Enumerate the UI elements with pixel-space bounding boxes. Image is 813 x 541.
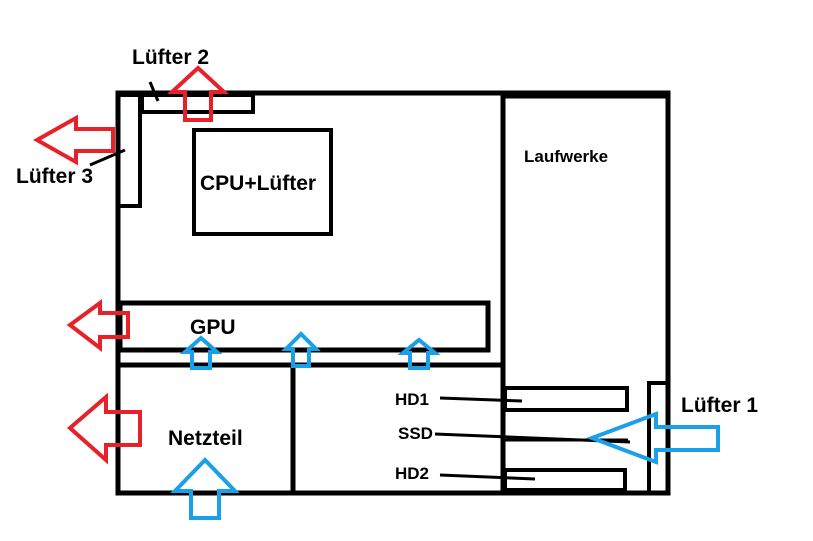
- intake-arrow-psu: [170, 457, 240, 520]
- hd1-label: HD1: [395, 390, 429, 409]
- exhaust-arrow-left-bottom: [66, 392, 142, 465]
- case-outline: [115, 90, 671, 496]
- ssd-label: SSD: [398, 424, 433, 443]
- cpu-block: [192, 128, 333, 236]
- fan-3-box: [116, 93, 142, 208]
- hd2-leader: [439, 473, 536, 481]
- psu-label: Netzteil: [168, 427, 243, 450]
- hd2-slot: [503, 468, 627, 492]
- drives-label: Laufwerke: [524, 147, 608, 166]
- exhaust-arrow-left-top: [32, 114, 115, 166]
- fan-3-leader: [89, 148, 126, 167]
- fan-2-label: Lüfter 2: [132, 46, 209, 69]
- fan-3-label: Lüfter 3: [16, 165, 93, 188]
- fan-1-box: [647, 381, 670, 495]
- gpu-block: [117, 300, 491, 353]
- fan-2-box: [140, 93, 255, 114]
- hd1-leader: [439, 396, 523, 403]
- fan-2-leader: [148, 81, 160, 102]
- cpu-label: CPU+Lüfter: [200, 172, 316, 195]
- intake-arrow-gpu-2: [281, 331, 321, 368]
- hd1-slot: [503, 386, 629, 412]
- exhaust-arrow-left-mid: [66, 299, 130, 353]
- gpu-label: GPU: [190, 316, 236, 339]
- intake-arrow-gpu-3: [397, 337, 441, 370]
- intake-arrow-front: [586, 411, 720, 465]
- hd2-label: HD2: [395, 464, 429, 483]
- exhaust-arrow-top: [166, 65, 230, 122]
- fan-1-label: Lüfter 1: [681, 394, 758, 417]
- intake-arrow-gpu-1: [179, 335, 223, 370]
